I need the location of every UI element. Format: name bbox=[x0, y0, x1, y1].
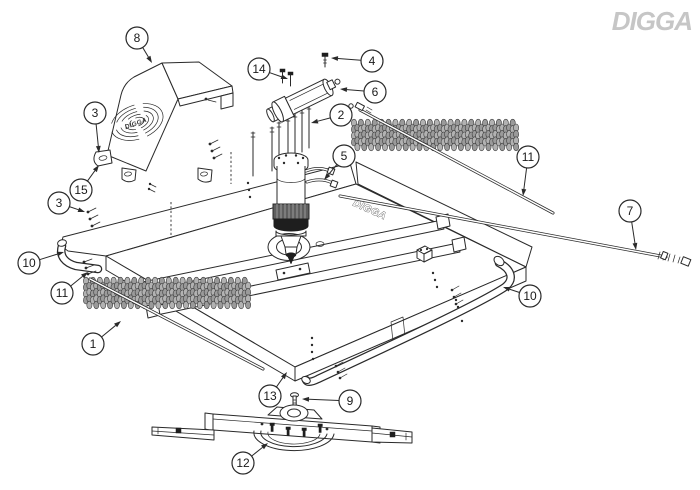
svg-text:3: 3 bbox=[92, 106, 99, 120]
svg-text:7: 7 bbox=[627, 204, 634, 218]
chain-bar-right bbox=[348, 101, 555, 215]
chain-bar-front bbox=[88, 277, 265, 371]
svg-text:10: 10 bbox=[22, 256, 36, 270]
motor-band-dark bbox=[273, 218, 309, 232]
callout-7: 7 bbox=[618, 199, 642, 250]
bolt-pair-small bbox=[147, 182, 157, 193]
svg-text:11: 11 bbox=[56, 286, 69, 300]
skid-bolts bbox=[334, 285, 464, 380]
bolt-cluster-hood-left bbox=[86, 207, 101, 228]
callout-8: 8 bbox=[125, 26, 152, 63]
bolt-item4 bbox=[321, 52, 329, 68]
svg-text:14: 14 bbox=[252, 62, 266, 76]
callout-layer: 8 14 4 6 3 2 5 11 15 3 7 10 11 10 1 13 9 12 bbox=[17, 26, 642, 475]
blade-carrier bbox=[151, 404, 413, 452]
svg-text:6: 6 bbox=[372, 85, 379, 99]
callout-4: 4 bbox=[331, 49, 384, 73]
blade-right bbox=[371, 427, 413, 444]
callout-10: 10 bbox=[17, 251, 64, 275]
motor-hose-fittings bbox=[304, 166, 339, 189]
callout-3: 3 bbox=[83, 101, 107, 153]
svg-text:4: 4 bbox=[369, 54, 376, 68]
svg-text:15: 15 bbox=[74, 183, 88, 197]
chain-curtain-right bbox=[351, 118, 519, 152]
hydraulic-cylinder bbox=[266, 78, 341, 123]
carrier-hub bbox=[279, 404, 309, 422]
saver-disc bbox=[253, 422, 335, 452]
svg-text:8: 8 bbox=[134, 31, 141, 45]
callout-12: 12 bbox=[231, 443, 268, 475]
callout-2: 2 bbox=[311, 103, 353, 127]
hydraulic-motor bbox=[250, 103, 339, 265]
digga-logo: DIGGA bbox=[612, 6, 692, 36]
callout-11: 11 bbox=[516, 145, 540, 196]
svg-text:13: 13 bbox=[263, 389, 277, 403]
hood-cover: DIGGA bbox=[93, 61, 234, 183]
callout-3: 3 bbox=[47, 191, 85, 215]
callout-14: 14 bbox=[247, 57, 288, 81]
bolt-cluster-chain-bar bbox=[82, 258, 97, 276]
bolt-cluster-hood-right bbox=[208, 139, 223, 160]
svg-text:10: 10 bbox=[523, 289, 537, 303]
motor-band-ridged bbox=[272, 203, 310, 220]
callout-11: 11 bbox=[50, 272, 88, 305]
svg-text:2: 2 bbox=[338, 108, 345, 122]
skid-tube-right bbox=[301, 255, 515, 386]
deck-bolt-holes bbox=[246, 181, 464, 361]
callout-1: 1 bbox=[81, 321, 121, 356]
callout-15: 15 bbox=[69, 165, 99, 202]
svg-text:3: 3 bbox=[56, 196, 63, 210]
callout-13: 13 bbox=[258, 372, 287, 408]
hood-feet bbox=[93, 149, 213, 183]
callout-9: 9 bbox=[302, 389, 362, 413]
svg-text:5: 5 bbox=[341, 149, 348, 163]
svg-text:11: 11 bbox=[522, 150, 535, 164]
tie-rod bbox=[338, 194, 692, 267]
chain-curtain-front bbox=[83, 276, 251, 310]
blade-left bbox=[151, 426, 215, 441]
deck-rim-front-right bbox=[294, 266, 527, 382]
disc-bolts bbox=[269, 422, 323, 437]
callout-5: 5 bbox=[324, 144, 356, 180]
bolt-item9 bbox=[290, 392, 299, 407]
svg-text:9: 9 bbox=[347, 394, 354, 408]
svg-text:12: 12 bbox=[236, 456, 250, 470]
chain-clamp-block bbox=[416, 245, 433, 263]
callout-10: 10 bbox=[503, 284, 542, 308]
skid-tube-left bbox=[57, 239, 103, 274]
callout-6: 6 bbox=[340, 80, 387, 104]
svg-text:1: 1 bbox=[90, 337, 97, 351]
